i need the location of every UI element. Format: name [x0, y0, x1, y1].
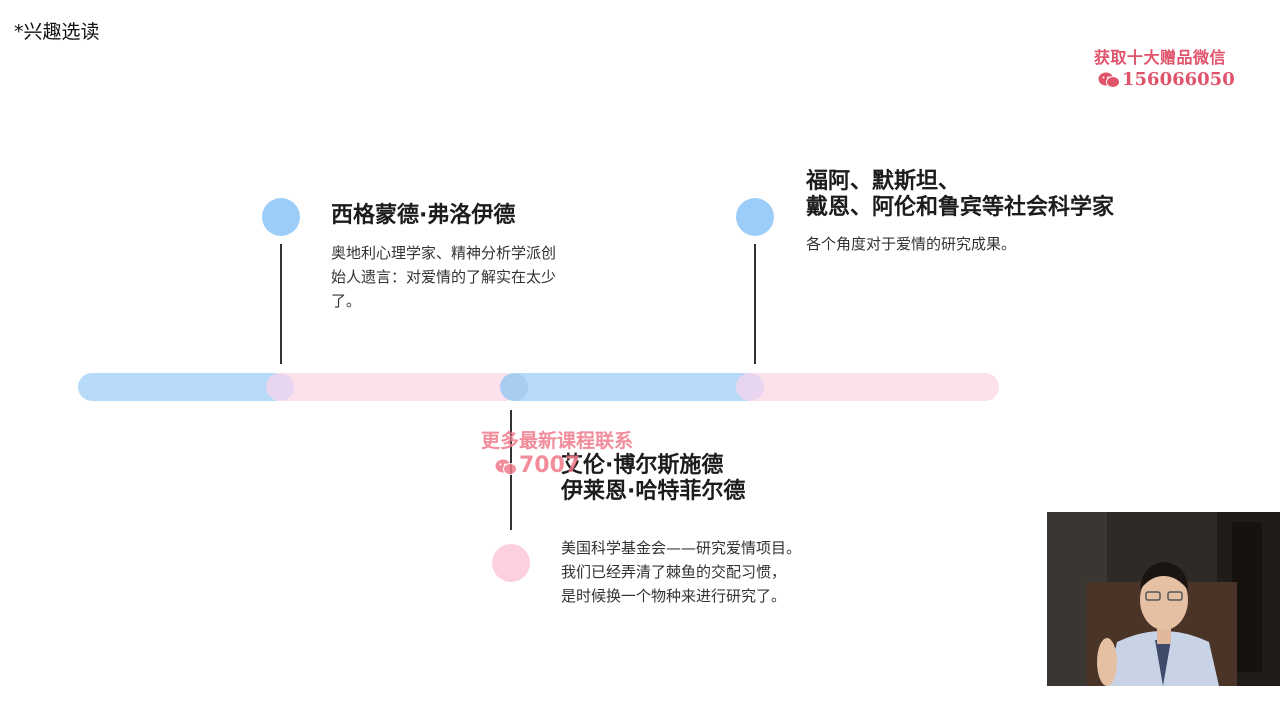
- wechat-icon: [1098, 71, 1120, 89]
- timeline-bar: [78, 373, 999, 401]
- timeline-stem-3: [754, 244, 756, 364]
- event-desc-3: 各个角度对于爱情的研究成果。: [806, 235, 1017, 253]
- watermark-text: 获取十大赠品微信: [1094, 48, 1227, 67]
- timeline-stem-1: [280, 244, 282, 364]
- section-label: *兴趣选读: [14, 21, 100, 43]
- event-desc-1: 奥地利心理学家、精神分析学派创 始人遗言：对爱情的了解实在太少 了。: [331, 244, 557, 310]
- presenter-image: [1047, 512, 1280, 686]
- watermark-contact: 获取十大赠品微信 156066050: [1094, 47, 1235, 91]
- presenter-video[interactable]: [1047, 512, 1280, 686]
- timeline-node-1: [262, 198, 300, 236]
- event-title-2: 艾伦·博尔斯施德 伊莱恩·哈特菲尔德: [561, 453, 746, 504]
- timeline-node-2: [492, 544, 530, 582]
- wechat-icon: [495, 457, 517, 475]
- watermark-course-number: 7007: [519, 453, 581, 478]
- watermark-course-text: 更多最新课程联系: [481, 430, 634, 452]
- watermark-course: 更多最新课程联系 7007: [481, 426, 633, 478]
- event-title-1: 西格蒙德·弗洛伊德: [331, 203, 516, 228]
- event-title-3: 福阿、默斯坦、 戴恩、阿伦和鲁宾等社会科学家: [806, 169, 1115, 220]
- timeline-node-3: [736, 198, 774, 236]
- watermark-number: 156066050: [1122, 69, 1235, 90]
- event-desc-2: 美国科学基金会——研究爱情项目。 我们已经弄清了棘鱼的交配习惯， 是时候换一个物…: [561, 539, 802, 605]
